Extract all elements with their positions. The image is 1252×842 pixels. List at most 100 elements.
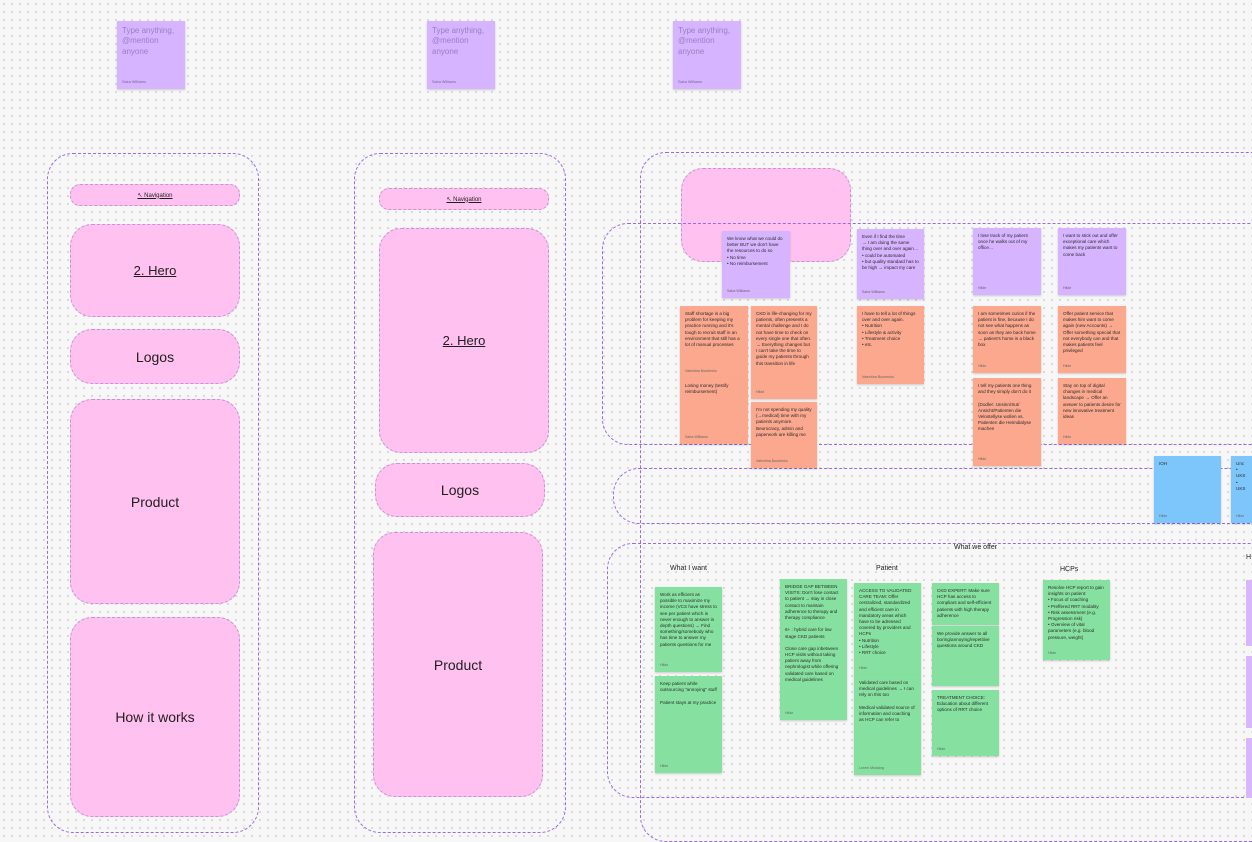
sticky-author: Hilde xyxy=(937,747,946,752)
sticky-author: Saira Williams xyxy=(685,435,708,440)
sticky-author: Hilde xyxy=(1063,286,1072,291)
sticky-author: Hilde xyxy=(1063,435,1072,440)
sticky-author: Saira Williams xyxy=(122,80,147,85)
sticky-author: Hilde xyxy=(1236,514,1245,519)
pain-sticky-note[interactable]: I want to stick out and offer exceptiona… xyxy=(1058,228,1126,295)
sticky-text: I want to stick out and offer exceptiona… xyxy=(1063,233,1118,257)
offscreen-sticky-note[interactable] xyxy=(1246,656,1252,728)
sticky-author: Valentina Bourlenko xyxy=(685,369,717,374)
sticky-text: Type anything, @mention anyone xyxy=(432,26,485,56)
offer-sticky-note[interactable]: Work as efficient as possible to maximiz… xyxy=(655,587,722,672)
how-it-works-label: How it works xyxy=(115,709,195,725)
column-header-patient: Patient xyxy=(876,565,898,572)
what-we-offer-title: What we offer xyxy=(954,544,998,551)
logos-label: Logos xyxy=(440,482,480,498)
empty-row-section[interactable] xyxy=(613,468,1252,524)
sticky-text: I am sometimes curios if the patient is … xyxy=(978,311,1036,347)
product-label: Product xyxy=(433,656,483,673)
sticky-author: Saira Williams xyxy=(727,289,750,294)
column-header-hcps: HCPs xyxy=(1060,566,1079,573)
navigation-label: ↖ Navigation xyxy=(446,196,482,203)
navigation-label: ↖ Navigation xyxy=(137,192,173,199)
sticky-text: Losing money (testify reimbursement) xyxy=(685,383,729,395)
wireframe-1-logos[interactable]: Logos xyxy=(70,329,240,384)
sticky-author: Saira Williams xyxy=(678,80,703,85)
top-sticky-note-2[interactable]: Type anything, @mention anyone Saira Wil… xyxy=(427,21,495,89)
pain-sticky-note[interactable]: I have to tell a lot of things over and … xyxy=(857,306,924,384)
wireframe-2-product[interactable]: Product xyxy=(373,532,543,797)
sticky-text: Offer patient service that makes him wan… xyxy=(1063,311,1121,354)
sticky-text: Stay on top of digital changes in medica… xyxy=(1063,383,1121,419)
sticky-text: TREATMENT CHOICE: Education about differ… xyxy=(937,695,988,713)
wireframe-2-logos[interactable]: Logos xyxy=(375,463,545,517)
pain-sticky-note[interactable]: I tell my patients one thing and they si… xyxy=(973,378,1041,466)
sticky-text: ACCESS TO VALIDATED CARE TEAM: Offer cen… xyxy=(859,588,912,655)
column-header-h: H xyxy=(1246,554,1252,561)
pain-sticky-note[interactable]: I am sometimes curios if the patient is … xyxy=(973,306,1041,373)
pain-sticky-note[interactable]: I lose track of my patient once he walks… xyxy=(973,228,1041,295)
sticky-author: Saira Williams xyxy=(432,80,457,85)
pain-points-section[interactable] xyxy=(602,223,1252,445)
pain-sticky-note[interactable]: Even if I find the time → I am doing the… xyxy=(857,229,924,299)
offer-sticky-note[interactable]: CKD EXPERT: Make sure HCP has access to … xyxy=(932,583,999,625)
sticky-text: I'm not spending my quality (→medical) t… xyxy=(756,407,812,437)
sticky-text: Unc • UKS • UKS xyxy=(1236,461,1246,491)
pain-sticky-note[interactable]: I'm not spending my quality (→medical) t… xyxy=(751,402,817,468)
sticky-author: Hilde xyxy=(660,663,669,668)
offer-sticky-note[interactable]: ACCESS TO VALIDATED CARE TEAM: Offer cen… xyxy=(854,583,921,675)
top-sticky-note-1[interactable]: Type anything, @mention anyone Saira Wil… xyxy=(117,21,185,89)
wireframe-2-hero[interactable]: 2. Hero xyxy=(379,228,549,453)
hero-label: 2. Hero xyxy=(133,263,177,278)
offer-sticky-note[interactable]: Validated care based on medical guidelin… xyxy=(854,675,921,775)
sticky-author: Hilde xyxy=(978,364,987,369)
sticky-author: Lorem Mustang xyxy=(859,766,884,771)
sticky-text: CKD is life-changing for my patients, of… xyxy=(756,311,812,366)
sticky-text: I tell my patients one thing and they si… xyxy=(978,383,1032,432)
offer-sticky-note[interactable]: TREATMENT CHOICE: Education about differ… xyxy=(932,690,999,756)
sticky-text: Staff shortage is a big problem for keep… xyxy=(685,311,740,347)
sticky-author: Hilde xyxy=(1048,651,1057,656)
wireframe-1-product[interactable]: Product xyxy=(70,399,240,604)
pain-sticky-note[interactable]: Staff shortage is a big problem for keep… xyxy=(680,306,748,378)
sticky-author: Hilde xyxy=(660,764,669,769)
wireframe-2-navigation[interactable]: ↖ Navigation xyxy=(379,188,549,210)
offscreen-sticky-note[interactable] xyxy=(1246,580,1252,646)
offer-sticky-note[interactable]: We provide answer to all boring/annoying… xyxy=(932,626,999,686)
sticky-author: Hilde xyxy=(859,666,868,671)
sticky-text: Even if I find the time → I am doing the… xyxy=(862,234,919,270)
sticky-author: Hilde xyxy=(756,390,765,395)
sticky-author: Hilde xyxy=(1063,364,1072,369)
pain-sticky-note[interactable]: We know what we could do better BUT we d… xyxy=(722,231,790,298)
sticky-author: Hilde xyxy=(978,286,987,291)
sticky-author: Valentina Bourlenko xyxy=(756,459,788,464)
top-sticky-note-3[interactable]: Type anything, @mention anyone Saira Wil… xyxy=(673,21,741,89)
blue-sticky-note[interactable]: Unc • UKS • UKS Hilde xyxy=(1231,456,1252,523)
wireframe-1-how-it-works[interactable]: How it works xyxy=(70,617,240,817)
offer-sticky-note[interactable]: Keep patient while outsourcing "annoying… xyxy=(655,676,722,773)
offscreen-sticky-note[interactable] xyxy=(1246,738,1252,798)
blue-sticky-note[interactable]: IOH Hilde xyxy=(1154,456,1221,523)
sticky-author: Hilde xyxy=(1159,514,1168,519)
sticky-text: Resolve HCP report to gain insights on p… xyxy=(1048,585,1104,640)
offer-sticky-note[interactable]: Resolve HCP report to gain insights on p… xyxy=(1043,580,1110,660)
wireframe-1-hero[interactable]: 2. Hero xyxy=(70,224,240,317)
sticky-text: BRIDGE GAP BETWEEN VISITS: Don't lose co… xyxy=(785,584,839,682)
what-we-offer-section[interactable] xyxy=(607,543,1252,798)
sticky-text: We provide answer to all boring/annoying… xyxy=(937,631,990,649)
sticky-text: CKD EXPERT: Make sure HCP has access to … xyxy=(937,588,992,618)
sticky-text: Type anything, @mention anyone xyxy=(678,26,731,56)
sticky-author: Hilde xyxy=(785,711,794,716)
hero-label: 2. Hero xyxy=(442,333,486,348)
wireframe-1-navigation[interactable]: ↖ Navigation xyxy=(70,184,240,206)
pain-sticky-note[interactable]: CKD is life-changing for my patients, of… xyxy=(751,306,817,399)
offer-sticky-note[interactable]: BRIDGE GAP BETWEEN VISITS: Don't lose co… xyxy=(780,579,847,720)
pain-sticky-note[interactable]: Stay on top of digital changes in medica… xyxy=(1058,378,1126,444)
sticky-text: IOH xyxy=(1159,461,1168,466)
sticky-text: Type anything, @mention anyone xyxy=(122,26,175,56)
sticky-text: I lose track of my patient once he walks… xyxy=(978,233,1028,251)
pain-sticky-note[interactable]: Losing money (testify reimbursement) Sai… xyxy=(680,378,748,444)
pain-sticky-note[interactable]: Offer patient service that makes him wan… xyxy=(1058,306,1126,373)
sticky-author: Saira Williams xyxy=(862,290,885,295)
sticky-text: We know what we could do better BUT we d… xyxy=(727,236,783,266)
product-label: Product xyxy=(130,493,180,510)
